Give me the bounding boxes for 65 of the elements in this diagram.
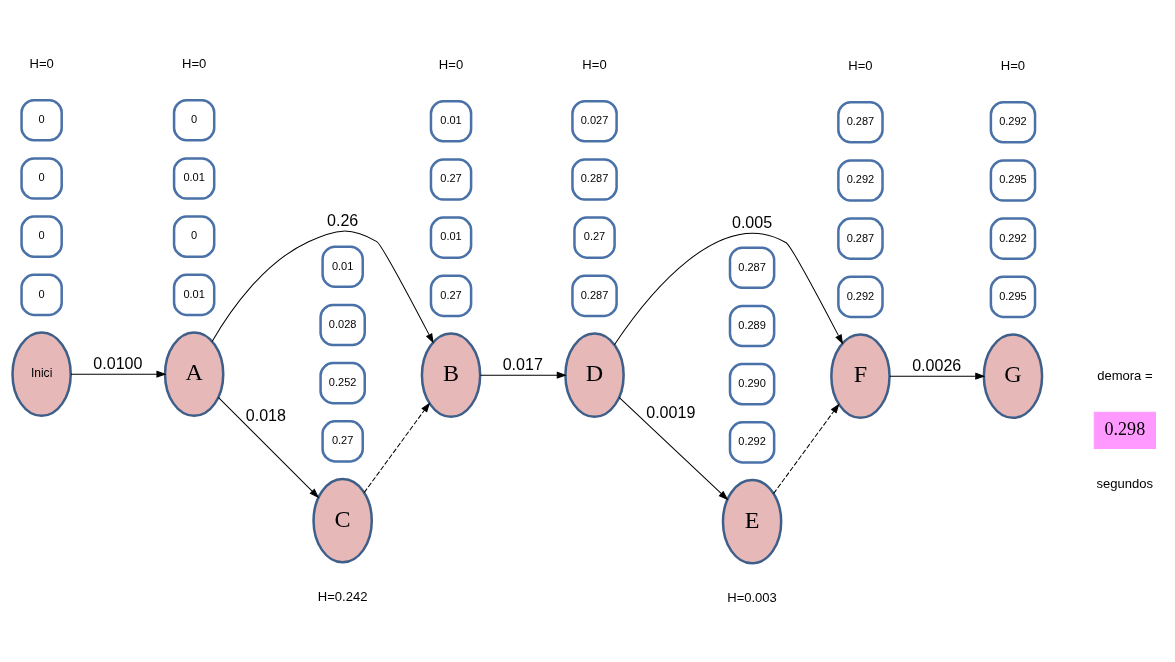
node-ellipse: Inici <box>11 330 72 417</box>
arrow <box>618 396 728 500</box>
node-box: 0.295 <box>989 275 1037 318</box>
label: demora = <box>1097 367 1153 383</box>
arrow <box>70 370 166 377</box>
node-box: 0.292 <box>837 275 884 318</box>
node-box: 0.292 <box>728 420 776 464</box>
arrow <box>773 403 840 494</box>
label: H=0 <box>582 55 607 71</box>
node-box: 0.01 <box>321 244 364 288</box>
node-ellipse: G <box>982 332 1044 419</box>
node-box: 0.01 <box>429 99 473 143</box>
node-box: 0.252 <box>319 361 366 404</box>
edge-label: 0.017 <box>502 354 543 373</box>
arrow <box>363 402 430 493</box>
arrow <box>889 372 985 379</box>
node-box: 0.01 <box>172 273 216 316</box>
node-box: 0.287 <box>571 274 618 317</box>
label: H=0 <box>29 54 54 70</box>
label: H=0.242 <box>317 588 368 604</box>
node-box: 0 <box>20 156 63 200</box>
node-box: 0.01 <box>429 215 473 259</box>
node-box: 0 <box>20 98 63 142</box>
node-ellipse: C <box>312 477 373 564</box>
edge-label: 0.26 <box>327 210 359 229</box>
node-box: 0.287 <box>837 100 884 144</box>
node-ellipse: E <box>721 478 783 565</box>
node-box: 0.27 <box>429 274 473 317</box>
label: H=0 <box>182 54 207 70</box>
node-box: 0.028 <box>319 303 366 346</box>
node-box: 0.298 <box>1093 411 1156 449</box>
label: H=0 <box>438 55 464 71</box>
node-box: 0.287 <box>571 157 618 201</box>
node-box: 0.27 <box>321 419 364 463</box>
edge-label: 0.005 <box>731 212 773 231</box>
arrow <box>613 232 843 345</box>
node-box: 0.287 <box>728 245 776 289</box>
node-box: 0.290 <box>728 362 776 405</box>
edge-label: 0.018 <box>245 405 286 424</box>
node-box: 0 <box>20 273 63 316</box>
edge-label: 0.0019 <box>646 402 696 421</box>
node-ellipse: D <box>564 331 625 418</box>
label: H=0 <box>848 56 873 72</box>
node-box: 0.295 <box>989 158 1037 202</box>
node-box: 0.292 <box>837 158 884 202</box>
node-ellipse: A <box>163 330 225 417</box>
arrow <box>479 371 566 378</box>
node-box: 0.292 <box>989 216 1037 260</box>
node-box: 0 <box>172 98 216 142</box>
node-box: 0.289 <box>728 304 776 347</box>
node-box: 0.27 <box>429 157 473 201</box>
node-box: 0.01 <box>172 156 216 200</box>
node-box: 0.027 <box>571 99 618 143</box>
label: H=0 <box>1000 56 1026 72</box>
label: H=0.003 <box>727 589 777 605</box>
node-box: 0.292 <box>989 100 1037 144</box>
node-box: 0 <box>20 214 63 258</box>
edge-label: 0.0100 <box>93 353 143 372</box>
node-box: 0.287 <box>837 216 884 260</box>
arrow <box>211 230 434 343</box>
node-box: 0.27 <box>573 215 616 259</box>
node-box: 0 <box>172 214 216 258</box>
label: segundos <box>1096 475 1154 491</box>
arrow <box>217 396 319 498</box>
edge-label: 0.0026 <box>912 355 962 374</box>
